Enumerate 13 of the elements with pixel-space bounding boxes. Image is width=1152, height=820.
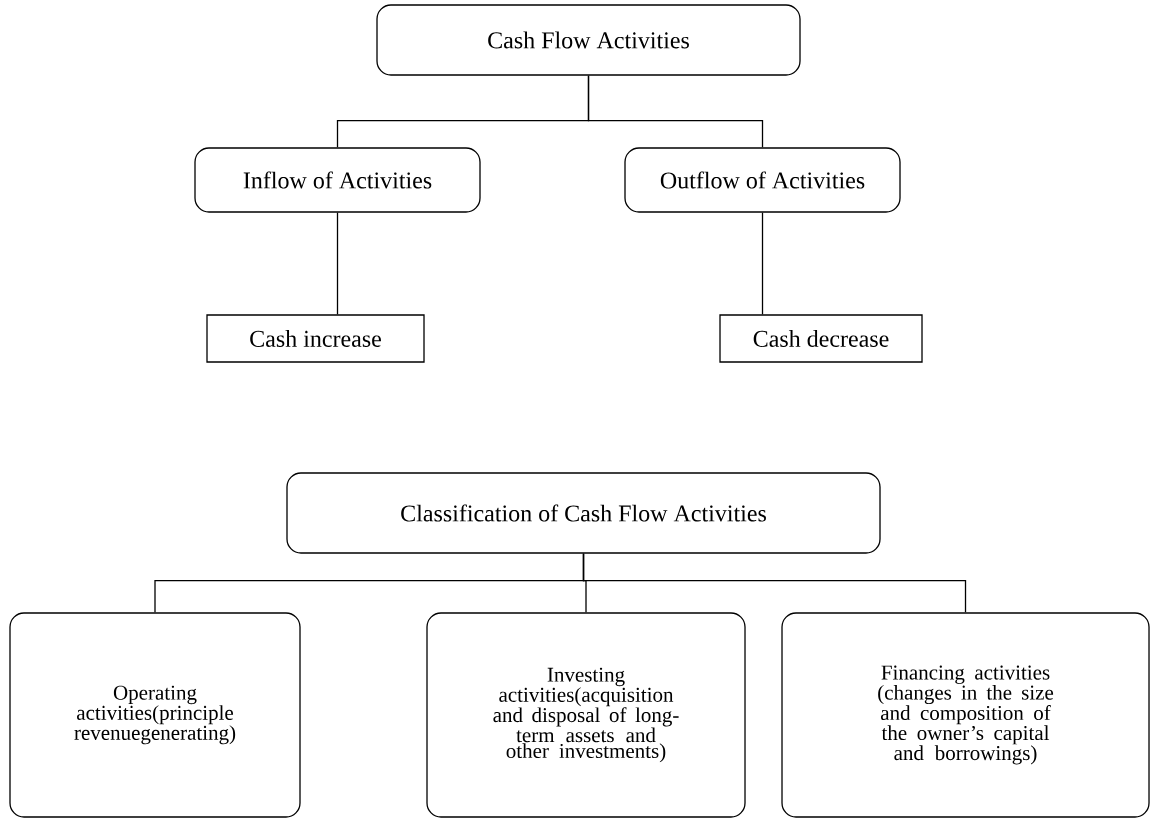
connector-line bbox=[336, 212, 339, 315]
process-box: Classification of Cash Flow Activities bbox=[286, 472, 881, 554]
process-box: Outflow of Activities bbox=[624, 147, 901, 213]
process-box: Inflow of Activities bbox=[194, 147, 481, 213]
connector-line bbox=[587, 75, 764, 148]
connector-line bbox=[582, 553, 967, 613]
category-box: Operating activities(principle revenuegenerating) bbox=[9, 612, 301, 818]
category-box: Investing activities(acquisition and disposal of long-term assets and other investments) bbox=[426, 612, 746, 818]
process-box: Cash increase bbox=[206, 314, 425, 363]
connector-line bbox=[761, 212, 764, 315]
process-box: Cash decrease bbox=[719, 314, 923, 363]
category-box: Financing activities (changes in the size and composition of the owner’s capital and borrowings) bbox=[781, 612, 1150, 818]
process-box: Cash Flow Activities bbox=[376, 4, 801, 76]
